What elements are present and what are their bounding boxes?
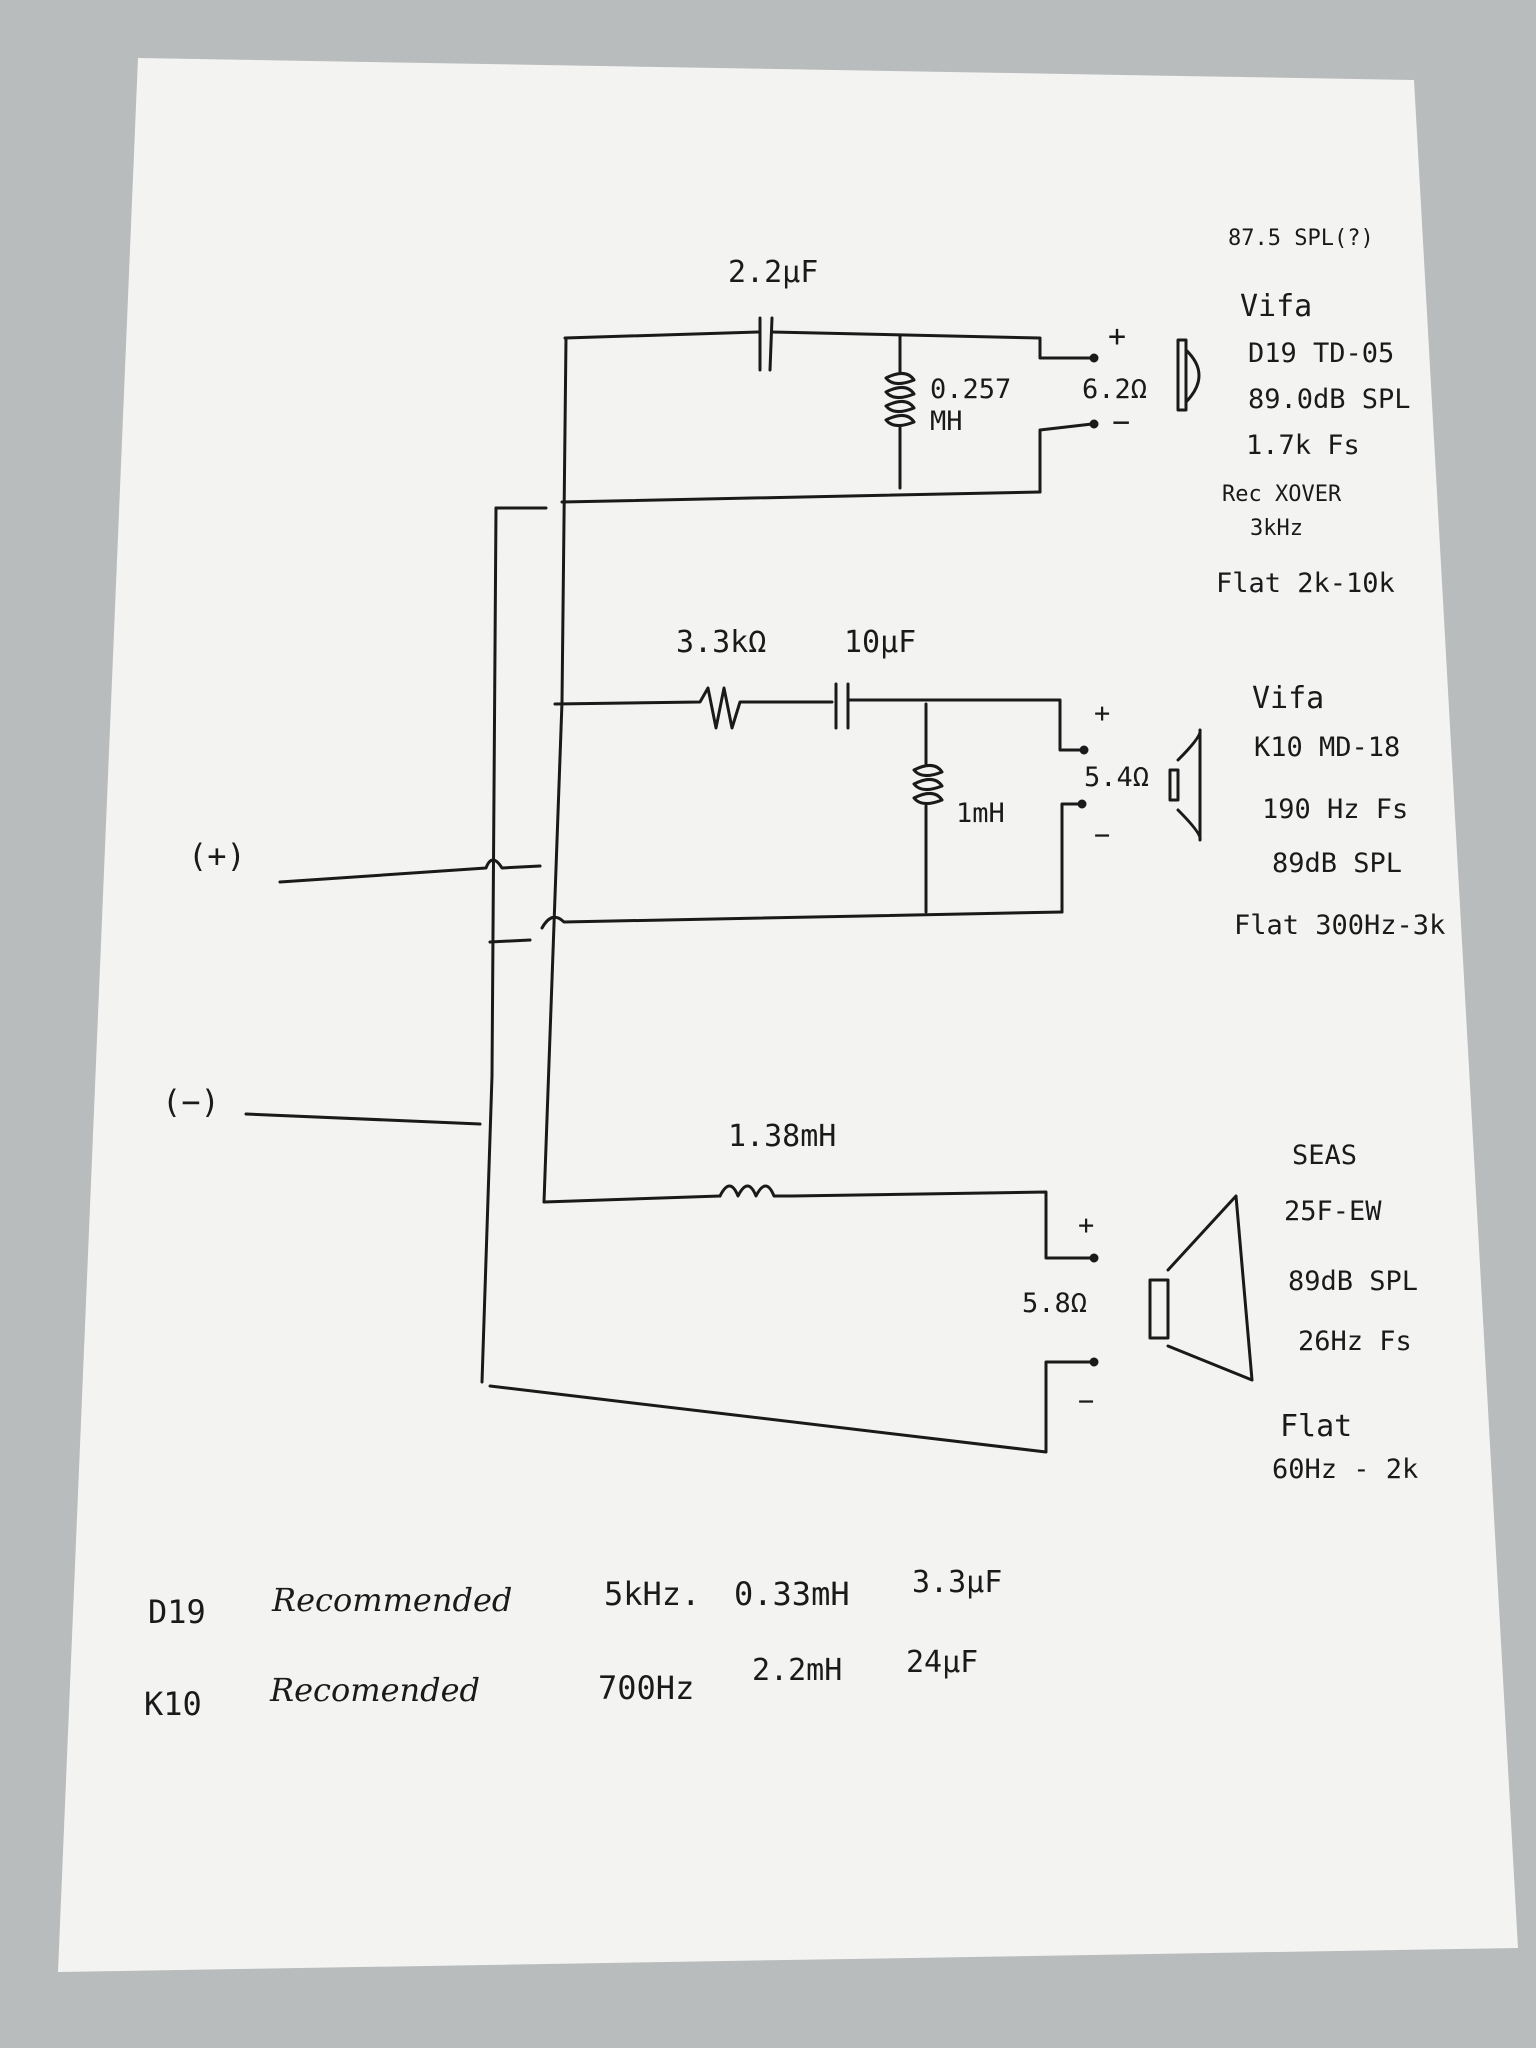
woofer-symbol [1148,1278,1170,1340]
tweeter-brand: Vifa [1240,289,1313,324]
woofer-branch [488,1184,1254,1454]
note-1-inductor: 0.33mH [734,1575,850,1613]
input-negative-label: (−) [162,1083,220,1121]
tweeter-symbol [1176,338,1188,412]
tweeter-spl-note: 87.5 SPL(?) [1228,226,1374,251]
note-1-driver: D19 [148,1593,206,1631]
tweeter-cap-label: 2.2µF [728,255,819,290]
tweeter-branch [560,316,1201,504]
woofer-plus: + [1078,1210,1095,1241]
note-2-inductor: 2.2mH [752,1653,843,1688]
tweeter-spl: 89.0dB SPL [1248,384,1411,415]
tweeter-cap-plate-b [768,316,774,372]
mid-impedance: 5.4Ω [1084,762,1150,793]
mid-model: K10 MD-18 [1254,732,1401,763]
woofer-inductor [718,1184,1094,1260]
mid-resistor [553,686,834,730]
tweeter-rec-freq: 3kHz [1250,516,1303,541]
mid-fs: 190 Hz Fs [1262,794,1409,825]
note-1-freq: 5kHz. [604,1575,701,1613]
tweeter-inductor-unit: MH [930,406,963,437]
tweeter-inductor-value: 0.257 [930,374,1012,405]
tweeter-plus: + [1108,319,1127,354]
woofer-model: 25F-EW [1284,1196,1382,1227]
tweeter-minus: − [1112,405,1131,440]
woofer-brand: SEAS [1292,1140,1358,1171]
tweeter-impedance: 6.2Ω [1082,374,1148,405]
mid-minus: − [1094,820,1111,851]
input-positive-label: (+) [188,837,246,875]
note-2-label: Recomended [270,1671,481,1709]
tweeter-flat: Flat 2k-10k [1216,568,1395,599]
mid-spl: 89dB SPL [1272,848,1403,879]
mid-flat: Flat 300Hz-3k [1234,910,1446,941]
woofer-impedance: 5.8Ω [1022,1288,1088,1319]
mid-brand: Vifa [1252,681,1325,716]
mid-inductor-label: 1mH [956,798,1005,829]
note-2-driver: K10 [144,1685,202,1723]
note-1-label: Recommended [272,1581,513,1619]
woofer-minus: − [1078,1386,1095,1417]
woofer-flat-line2: 60Hz - 2k [1272,1454,1419,1485]
note-1-cap: 3.3µF [912,1565,1003,1600]
mid-symbol [1168,728,1202,842]
tweeter-model: D19 TD-05 [1248,338,1395,369]
woofer-inductor-label: 1.38mH [728,1119,837,1154]
tweeter-inductor [884,372,916,427]
mid-resistor-label: 3.3kΩ [676,625,767,660]
woofer-flat-line1: Flat [1280,1409,1353,1444]
mid-inductor [912,764,944,805]
mid-plus: + [1094,698,1111,729]
note-2-freq: 700Hz [598,1669,695,1707]
mid-cap-label: 10µF [844,625,917,660]
note-2-cap: 24µF [906,1645,979,1680]
tweeter-fs: 1.7k Fs [1246,430,1360,461]
woofer-spl: 89dB SPL [1288,1266,1419,1297]
woofer-fs: 26Hz Fs [1298,1326,1412,1357]
paper-sheet [58,58,1518,1972]
bus-wires [244,336,568,1384]
tweeter-rec-xover: Rec XOVER [1222,482,1342,507]
